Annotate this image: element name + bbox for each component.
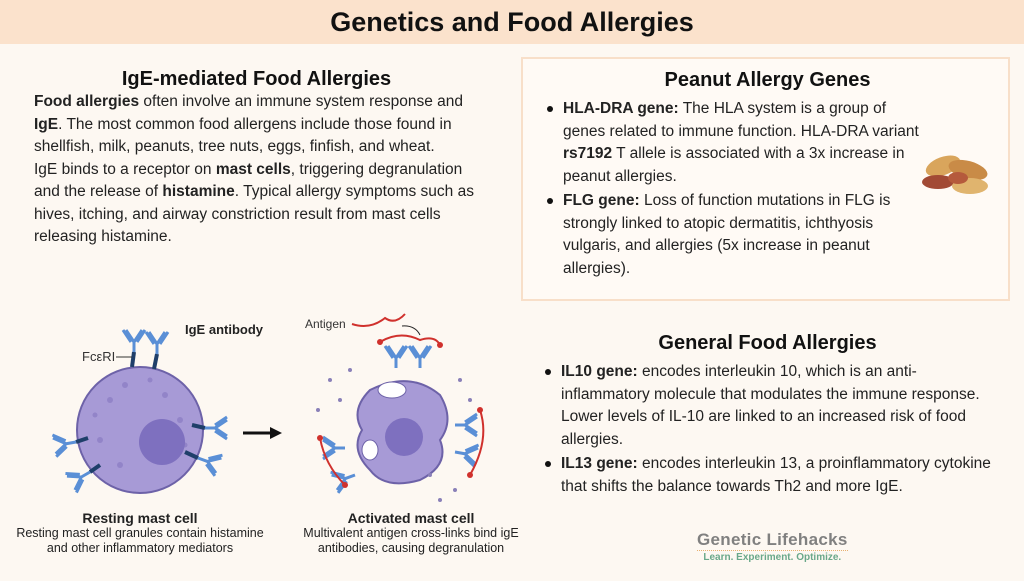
- text: The HLA system is a group of genes relat…: [563, 100, 919, 140]
- antigen-label: Antigen: [305, 317, 346, 331]
- ige-section: IgE-mediated Food Allergies Food allergi…: [34, 68, 479, 249]
- bold-text: IL10 gene:: [561, 363, 638, 380]
- text: often involve an immune system response …: [139, 93, 464, 110]
- general-heading: General Food Allergies: [658, 332, 877, 354]
- ige-label: IgE antibody: [185, 322, 264, 337]
- bold-text: rs7192: [563, 145, 613, 162]
- text: , triggering degranulation and the relea…: [34, 160, 463, 201]
- bold-text: IgE: [34, 115, 59, 133]
- list-item: IL10 gene: encodes interleukin 10, which…: [539, 361, 996, 451]
- resting-desc: Resting mast cell granules contain hista…: [16, 526, 264, 555]
- activated-title: Activated mast cell: [347, 510, 475, 526]
- list-item: IL13 gene: encodes interleukin 13, a pro…: [539, 453, 996, 498]
- bold-text: HLA-DRA gene:: [563, 100, 679, 117]
- bold-text: histamine: [162, 183, 235, 200]
- mast-cell-figure: FcεRI IgE antibody Antigen Resting mast …: [0, 300, 520, 576]
- bold-text: FLG gene:: [563, 192, 640, 209]
- text: . The most common food allergens include…: [34, 115, 452, 156]
- peanut-icon: [922, 155, 988, 194]
- ige-heading: IgE-mediated Food Allergies: [121, 68, 392, 90]
- peanut-heading: Peanut Allergy Genes: [664, 69, 871, 91]
- bold-text: mast cells: [215, 160, 291, 178]
- antigen-icon: [351, 313, 406, 327]
- ige-paragraph-1: Food allergies often involve an immune s…: [34, 91, 479, 159]
- logo-name: Genetic Lifehacks: [697, 530, 848, 549]
- text: . Typical allergy symptoms such as hives…: [34, 183, 474, 245]
- activated-desc: Multivalent antigen cross-links bind igE…: [303, 526, 519, 555]
- ige-paragraph-2: IgE binds to a receptor on mast cells, t…: [34, 159, 479, 249]
- list-item: HLA-DRA gene: The HLA system is a group …: [541, 98, 994, 188]
- resting-cell-icon: [76, 366, 204, 494]
- text: IgE binds to a receptor on: [34, 160, 216, 178]
- bold-text: Food allergies: [34, 93, 140, 110]
- text: T allele is associated with a 3x increas…: [563, 145, 905, 185]
- page-title: Genetics and Food Allergies: [0, 0, 1024, 44]
- mast-cell-illustration: FcεRI IgE antibody Antigen: [50, 313, 485, 502]
- logo: Genetic Lifehacks Learn. Experiment. Opt…: [697, 530, 848, 563]
- bold-text: IL13 gene:: [561, 455, 638, 472]
- receptor-label: FcεRI: [82, 349, 115, 364]
- general-allergies-section: General Food Allergies IL10 gene: encode…: [521, 332, 1010, 500]
- resting-title: Resting mast cell: [82, 510, 198, 526]
- logo-tagline: Learn. Experiment. Optimize.: [697, 550, 848, 563]
- text: encodes interleukin 13, a proinflammator…: [561, 455, 991, 495]
- text: encodes interleukin 10, which is an anti…: [561, 363, 980, 448]
- list-item: FLG gene: Loss of function mutations in …: [541, 190, 994, 280]
- text: Loss of function mutations in FLG is str…: [563, 192, 891, 277]
